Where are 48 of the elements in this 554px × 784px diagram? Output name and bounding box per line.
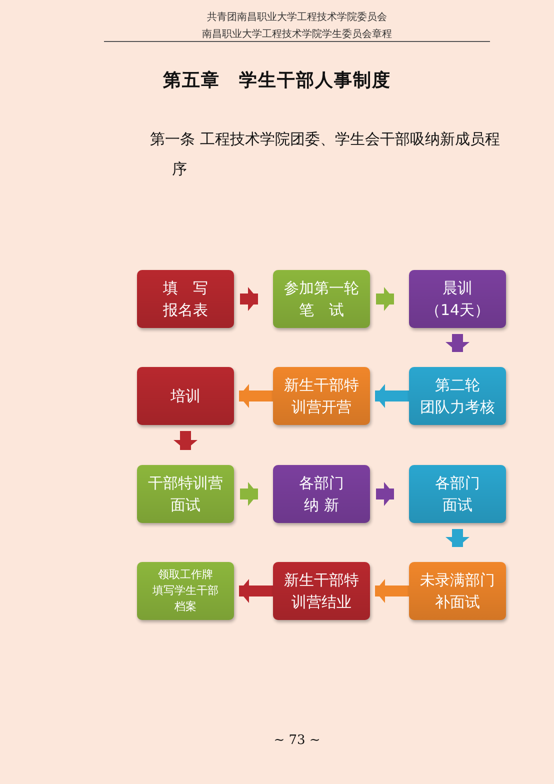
box-text: 参加第一轮: [284, 278, 359, 299]
box-text: 干部特训营: [148, 473, 223, 494]
header-text: 南昌职业大学工程技术学院学生委员会章程: [201, 28, 393, 41]
chapter-title: 第五章 学生干部人事制度: [162, 69, 392, 92]
box-text: 各部门: [435, 473, 480, 494]
process-box: [409, 367, 506, 425]
arrow: [446, 334, 470, 352]
arrow: [376, 482, 394, 506]
box-text: 面试: [442, 495, 472, 516]
arrow: [174, 431, 198, 450]
process-box: [273, 367, 370, 425]
box-text: 领取工作牌: [158, 567, 213, 583]
box-text: 团队力考核: [420, 397, 495, 418]
process-box: [273, 562, 370, 620]
box-text: 报名表: [163, 300, 208, 321]
box-text: 纳 新: [304, 495, 339, 516]
process-box: [273, 465, 370, 523]
process-box: [273, 270, 370, 328]
box-text: 培训: [170, 386, 200, 407]
box-text: 新生干部特: [284, 570, 359, 591]
section-heading: 第一条 工程技术学院团委、学生会干部吸纳新成员程序: [150, 129, 501, 180]
box-text: 填 写: [163, 278, 208, 299]
arrow: [240, 287, 258, 311]
process-box: [409, 270, 506, 328]
box-text: （14天）: [425, 300, 490, 321]
box-text: 训营结业: [292, 592, 352, 613]
box-text: 晨训: [442, 278, 472, 299]
arrow: [240, 482, 258, 506]
box-text: 面试: [170, 495, 200, 516]
process-box: [409, 562, 506, 620]
process-box: [137, 367, 234, 425]
box-text: 补面试: [435, 592, 480, 613]
header-text: 共青团南昌职业大学工程技术学院委员会: [206, 10, 388, 24]
arrow: [376, 287, 394, 311]
page-number: ~ 73 ~: [272, 733, 322, 748]
box-text: 档案: [174, 599, 196, 615]
process-box: [137, 562, 234, 620]
box-text: 填写学生干部: [152, 583, 218, 599]
process-box: [137, 465, 234, 523]
box-text: 未录满部门: [420, 570, 495, 591]
process-box: [409, 465, 506, 523]
arrow: [446, 529, 470, 547]
process-box: [137, 270, 234, 328]
box-text: 新生干部特: [284, 375, 359, 396]
box-text: 第二轮: [435, 375, 480, 396]
box-text: 训营开营: [292, 397, 352, 418]
box-text: 笔 试: [299, 300, 344, 321]
box-text: 各部门: [299, 473, 344, 494]
